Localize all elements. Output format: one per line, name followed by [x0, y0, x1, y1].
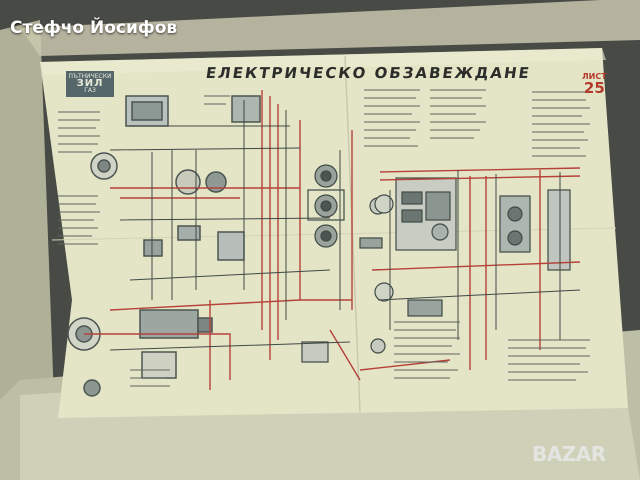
poster-title: ЕЛЕКТРИЧЕСКО ОБЗАВЕЖДАНЕ — [204, 64, 533, 82]
sheet-number: 25 — [583, 79, 605, 97]
dark-wiring — [109, 100, 581, 351]
logo-top-text: ПЪТНИЧЕСКИ — [68, 73, 112, 80]
sheet-number-badge: ЛИСТ 25 — [582, 72, 607, 96]
logo-sub-text: ГАЗ — [84, 87, 96, 94]
seller-name-overlay: Стефчо Йосифов — [10, 18, 178, 38]
red-wiring — [84, 90, 581, 390]
center-instruments — [301, 164, 387, 363]
publisher-logo: ПЪТНИЧЕСКИ ЗИЛ ГАЗ — [66, 71, 114, 97]
legend-text-lines — [58, 89, 590, 387]
sheet-label: ЛИСТ — [582, 72, 607, 81]
left-components — [67, 95, 261, 397]
logo-main-text: ЗИЛ — [76, 78, 104, 89]
right-dashboard — [374, 177, 571, 317]
marketplace-watermark: BAZAR — [532, 442, 606, 466]
